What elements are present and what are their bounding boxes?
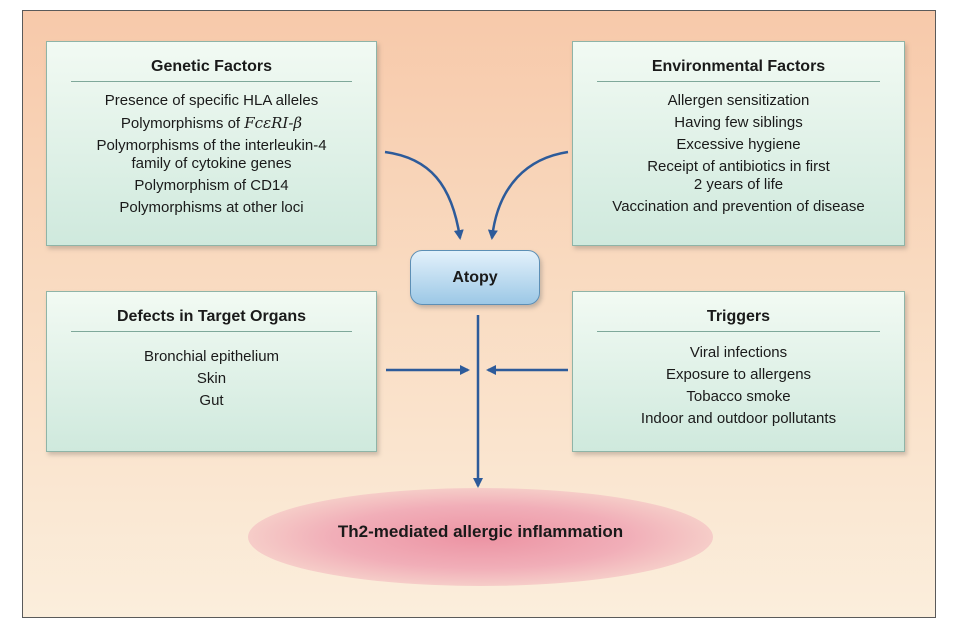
atopy-label: Atopy	[452, 268, 498, 286]
list-item: Allergen sensitization	[667, 92, 810, 109]
defects-target-organs-box: Defects in Target Organs Bronchial epith…	[46, 291, 377, 452]
defects-target-organs-list: Bronchial epithelium Skin Gut	[47, 346, 376, 412]
list-item: Having few siblings	[674, 114, 803, 131]
list-item: Viral infections	[689, 344, 788, 361]
fc-receptor-term: FcεRI-β	[244, 114, 303, 132]
environmental-factors-list: Allergen sensitization Having few siblin…	[573, 90, 904, 218]
environmental-factors-title: Environmental Factors	[597, 57, 880, 82]
outcome-label: Th2-mediated allergic inflammation	[337, 522, 624, 541]
genetic-factors-list: Presence of specific HLA alleles Polymor…	[47, 90, 376, 219]
genetic-factors-box: Genetic Factors Presence of specific HLA…	[46, 41, 377, 246]
list-item: Excessive hygiene	[676, 136, 801, 153]
list-item: Polymorphism of CD14	[134, 177, 289, 194]
list-item: Bronchial epithelium	[143, 348, 280, 365]
list-item: Exposure to allergens	[665, 366, 812, 383]
list-item: Gut	[199, 392, 224, 409]
list-item: Indoor and outdoor pollutants	[640, 410, 837, 427]
list-item: Polymorphisms of the interleukin-4 famil…	[96, 137, 327, 172]
list-item: Polymorphisms of FcεRI-β	[120, 114, 303, 132]
triggers-list: Viral infections Exposure to allergens T…	[573, 342, 904, 430]
list-item: Tobacco smoke	[686, 388, 791, 405]
atopy-node: Atopy	[410, 250, 540, 305]
list-item: Vaccination and prevention of disease	[612, 198, 865, 215]
genetic-factors-title: Genetic Factors	[71, 57, 352, 82]
list-item: Polymorphisms at other loci	[119, 199, 304, 216]
outcome-ellipse	[248, 488, 713, 586]
environmental-factors-box: Environmental Factors Allergen sensitiza…	[572, 41, 905, 246]
triggers-title: Triggers	[597, 307, 880, 332]
list-item: Presence of specific HLA alleles	[104, 92, 319, 109]
list-item: Receipt of antibiotics in first 2 years …	[647, 158, 830, 193]
defects-target-organs-title: Defects in Target Organs	[71, 307, 352, 332]
triggers-box: Triggers Viral infections Exposure to al…	[572, 291, 905, 452]
list-item: Skin	[196, 370, 227, 387]
